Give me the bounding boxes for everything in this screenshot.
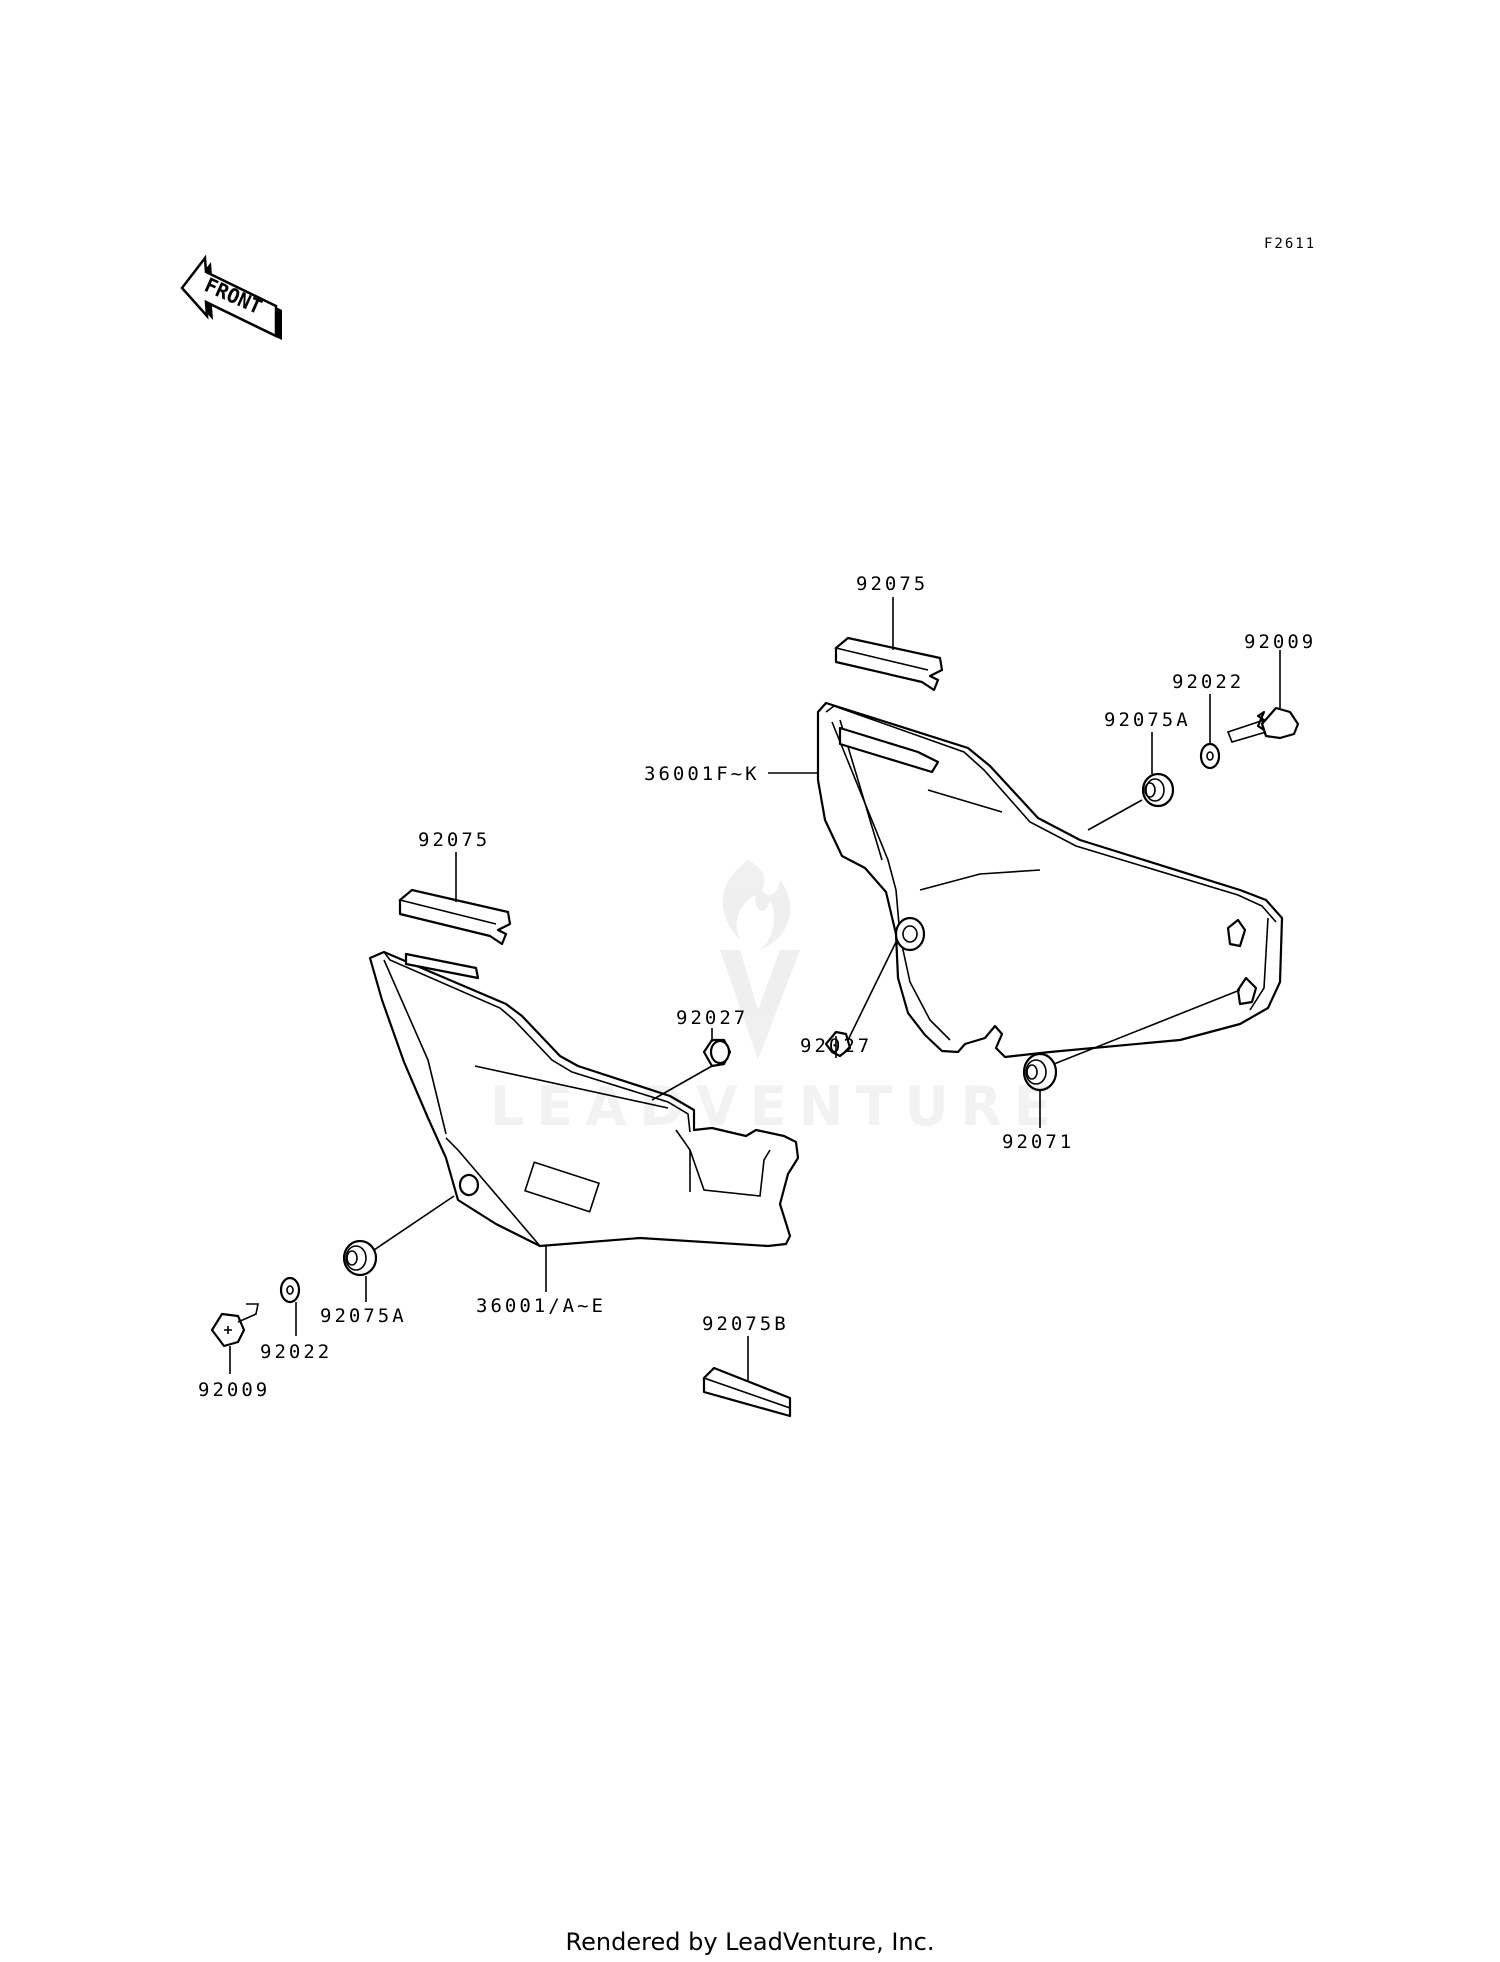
front-arrow-icon: FRONT (180, 254, 282, 340)
right-grommet-icon (1022, 1052, 1058, 1092)
callout-right-grommet-a: 92075A (1104, 709, 1191, 731)
callout-right-bolt: 92009 (1244, 631, 1316, 653)
callout-left-cover: 36001/A~E (476, 1295, 606, 1317)
left-bolt-icon (210, 1303, 259, 1348)
right-collar-icon (824, 916, 926, 1058)
callout-left-bolt: 92009 (198, 1379, 270, 1401)
callout-left-collar: 92027 (676, 1007, 748, 1029)
callout-right-cover: 36001F~K (644, 763, 760, 785)
left-grommet-a-icon (342, 1239, 378, 1277)
callout-left-strip: 92075 (418, 829, 490, 851)
left-top-strip (398, 888, 512, 946)
figure-code: F2611 (1264, 236, 1316, 252)
left-washer-icon (279, 1276, 301, 1304)
pad-icon (702, 1366, 792, 1418)
callout-right-grommet: 92071 (1002, 1131, 1074, 1153)
callout-right-collar: 92027 (800, 1035, 872, 1057)
callout-left-grommet-a: 92075A (320, 1305, 407, 1327)
callout-pad: 92075B (702, 1313, 789, 1335)
watermark-logo (720, 860, 800, 1060)
footer-credit: Rendered by LeadVenture, Inc. (565, 1928, 935, 1956)
callout-left-washer: 92022 (260, 1341, 332, 1363)
left-side-cover (368, 950, 800, 1248)
right-washer-icon (1199, 742, 1221, 770)
right-top-strip (834, 636, 944, 692)
left-collar-icon (702, 1038, 732, 1068)
right-grommet-a-icon (1141, 772, 1175, 808)
right-side-cover (816, 701, 1284, 1059)
callout-right-washer: 92022 (1172, 671, 1244, 693)
callout-right-top-strip: 92075 (856, 573, 928, 595)
right-bolt-icon (1226, 706, 1300, 743)
